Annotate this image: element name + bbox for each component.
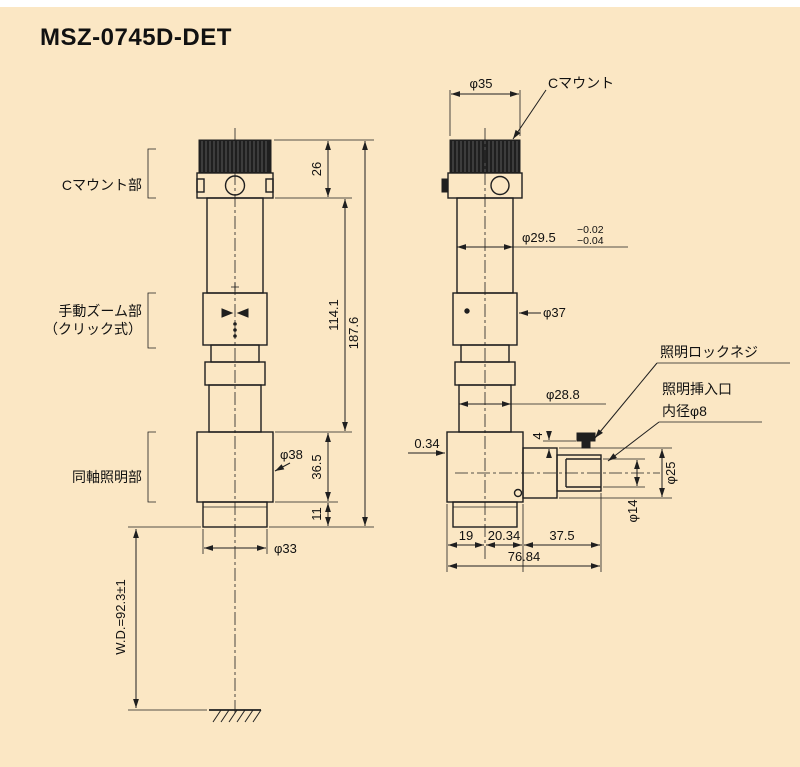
port-nose xyxy=(556,454,602,492)
dim-11: 11 xyxy=(309,507,324,521)
flange-right-notch xyxy=(265,178,274,193)
insertion-port-label-line2: 内径φ8 xyxy=(662,403,707,419)
dim-187-6: 187.6 xyxy=(346,317,361,350)
dim-0-34: 0.34 xyxy=(414,436,439,451)
illumination-lock-screw-stem xyxy=(581,440,591,449)
lock-screw-leader xyxy=(594,362,658,439)
dim-phi35: φ35 xyxy=(470,76,493,91)
front-view: Cマウント部 手動ズーム部 （クリック式） 同軸照明部 26 114.1 36.… xyxy=(44,128,374,723)
insertion-port-label-line1: 照明挿入口 xyxy=(662,381,732,397)
dim-4: 4 xyxy=(530,432,545,439)
dim-114-1: 114.1 xyxy=(326,299,341,331)
dim-phi33: φ33 xyxy=(274,541,297,556)
dim-36-5: 36.5 xyxy=(309,454,324,479)
side-view-dimensions: φ35 Cマウント φ29.5 −0.02 −0.04 φ37 φ28.8 0.… xyxy=(408,75,790,572)
c-mount-bracket xyxy=(147,148,156,199)
c-mount-leader xyxy=(512,89,547,140)
housing-screw xyxy=(513,488,523,498)
dim-phi38: φ38 xyxy=(280,447,303,462)
top-border xyxy=(0,0,800,7)
dim-26: 26 xyxy=(309,162,324,176)
dim-20-34: 20.34 xyxy=(488,528,521,543)
side-view: φ35 Cマウント φ29.5 −0.02 −0.04 φ37 φ28.8 0.… xyxy=(408,75,790,572)
flange-set-screw xyxy=(441,178,449,193)
page-title: MSZ-0745D-DET xyxy=(40,24,232,51)
dim-19: 19 xyxy=(459,528,473,543)
phi38-leader xyxy=(274,462,291,472)
illumination-bracket xyxy=(147,431,156,503)
dim-phi29-5-tol-upper: −0.02 xyxy=(577,224,604,236)
front-view-body xyxy=(196,128,274,723)
zoom-bracket xyxy=(147,292,156,349)
side-view-body xyxy=(441,128,660,560)
zoom-section-label-line2: （クリック式） xyxy=(44,321,142,337)
dim-37-5: 37.5 xyxy=(549,528,574,543)
zoom-section-label-line1: 手動ズーム部 xyxy=(58,303,142,319)
zoom-click-ball xyxy=(464,308,470,314)
illumination-section-label: 同軸照明部 xyxy=(72,469,142,485)
front-view-section-labels: Cマウント部 手動ズーム部 （クリック式） 同軸照明部 xyxy=(44,148,156,503)
dim-phi28-8: φ28.8 xyxy=(546,387,580,402)
illumination-lock-screw xyxy=(576,432,596,442)
illumination-port xyxy=(522,432,602,499)
dim-phi37: φ37 xyxy=(543,305,566,320)
dim-phi29-5: φ29.5 xyxy=(522,230,556,245)
dim-76-84: 76.84 xyxy=(508,549,541,564)
front-view-dimensions: 26 114.1 36.5 11 187.6 φ38 φ33 xyxy=(113,139,374,711)
dim-phi29-5-tol-lower: −0.04 xyxy=(577,235,604,247)
lock-screw-label: 照明ロックネジ xyxy=(660,344,758,360)
c-mount-label: Cマウント xyxy=(548,75,614,91)
insertion-port-leader xyxy=(607,421,660,462)
dim-working-distance: W.D.=92.3±1 xyxy=(113,579,128,654)
c-mount-section-label: Cマウント部 xyxy=(62,177,142,193)
flange-left-notch xyxy=(196,178,205,193)
flange-thumbscrew-side xyxy=(490,175,510,196)
ground-hatching xyxy=(212,709,262,723)
dim-phi25: φ25 xyxy=(663,462,678,485)
dim-phi14: φ14 xyxy=(625,500,640,523)
